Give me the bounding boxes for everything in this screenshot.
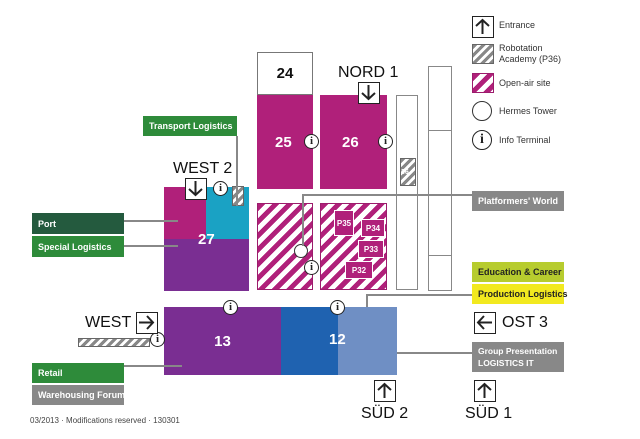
hall-outline — [428, 66, 452, 291]
hall-27-label: 27 — [198, 231, 215, 248]
legend-open-air-swatch — [472, 73, 494, 93]
pavilion-p35[interactable]: P35 — [334, 210, 354, 236]
hall-36-robotation[interactable] — [400, 158, 416, 186]
legend-robotation-label-1: Robotation — [499, 43, 543, 53]
gate-nord1-label: NORD 1 — [338, 64, 399, 81]
leader-line — [124, 365, 182, 367]
sector-transport-logistics[interactable]: Transport Logistics — [143, 116, 237, 136]
sector-group-presentation[interactable]: Group Presentation LOGISTICS IT — [472, 342, 564, 372]
info-terminal-icon[interactable]: i — [378, 134, 393, 149]
legend-robotation-label-2: Academy (P36) — [499, 54, 562, 64]
legend-entrance-label: Entrance — [499, 20, 536, 30]
hall-outline — [396, 95, 418, 290]
legend-info-terminal-icon: i — [472, 130, 492, 150]
pavilion-p32[interactable]: P32 — [345, 261, 373, 279]
entrance-arrow-right-icon[interactable] — [136, 312, 158, 334]
hall-25-label: 25 — [275, 133, 292, 151]
leader-line — [124, 220, 178, 222]
legend-info-label: Info Terminal — [499, 135, 551, 145]
sector-retail[interactable]: Retail — [32, 363, 124, 383]
divider — [428, 130, 452, 131]
info-terminal-icon[interactable]: i — [213, 181, 228, 196]
legend-open-air-label: Open-air site — [499, 78, 551, 88]
entrance-arrow-down-icon[interactable] — [358, 82, 380, 104]
gate-ost3-label: OST 3 — [502, 314, 548, 331]
hall-12-label: 12 — [329, 331, 346, 348]
info-terminal-icon[interactable]: i — [330, 300, 345, 315]
hall-13-label: 13 — [214, 332, 231, 350]
sector-warehousing-forum[interactable]: Warehousing Forum — [32, 385, 125, 405]
sector-platformers-world[interactable]: Platformers' World — [472, 191, 564, 211]
hall-25[interactable]: 25 — [257, 95, 313, 189]
hatched-marker — [232, 186, 244, 206]
info-terminal-icon[interactable]: i — [304, 134, 319, 149]
entrance-arrow-down-icon[interactable] — [185, 178, 207, 200]
legend-robotation-swatch — [472, 44, 494, 64]
info-terminal-icon[interactable]: i — [304, 260, 319, 275]
leader-line — [302, 194, 304, 246]
hall-12[interactable]: 12 — [281, 307, 397, 375]
hall-26-label: 26 — [342, 133, 359, 151]
gate-sued1-label: SÜD 1 — [465, 405, 513, 422]
leader-line — [302, 194, 472, 196]
legend-hermes-tower-icon — [472, 101, 492, 121]
footer-note: 03/2013 · Modifications reserved · 13030… — [30, 416, 180, 425]
gate-sued2-label: SÜD 2 — [361, 405, 409, 422]
hall-13[interactable]: 13 — [164, 307, 281, 375]
leader-line — [366, 294, 472, 296]
legend-entrance-icon — [472, 16, 494, 38]
hall-36-label: 36 — [401, 169, 409, 176]
leader-line — [236, 136, 238, 206]
legend-hermes-label: Hermes Tower — [499, 106, 557, 116]
divider — [428, 255, 452, 256]
sector-education-career[interactable]: Education & Career — [472, 262, 564, 282]
hermes-tower-icon[interactable] — [294, 244, 308, 258]
pavilion-p33[interactable]: P33 — [358, 240, 384, 258]
leader-line — [124, 245, 178, 247]
hall-26[interactable]: 26 — [320, 95, 387, 189]
leader-line — [397, 352, 472, 354]
entrance-arrow-left-icon[interactable] — [474, 312, 496, 334]
hall-24-label: 24 — [276, 65, 294, 82]
entrance-arrow-up-icon[interactable] — [474, 380, 496, 402]
info-terminal-icon[interactable]: i — [223, 300, 238, 315]
walkway — [78, 338, 150, 347]
gate-west2-label: WEST 2 — [173, 160, 233, 177]
gate-west1-label: WEST 1 — [85, 314, 145, 331]
sector-port[interactable]: Port — [32, 213, 124, 234]
sector-production-logistics[interactable]: Production Logistics — [472, 284, 568, 304]
entrance-arrow-up-icon[interactable] — [374, 380, 396, 402]
pavilion-p34[interactable]: P34 — [361, 219, 385, 237]
hall-24[interactable]: 24 — [257, 52, 313, 95]
sector-special-logistics[interactable]: Special Logistics — [32, 236, 124, 257]
